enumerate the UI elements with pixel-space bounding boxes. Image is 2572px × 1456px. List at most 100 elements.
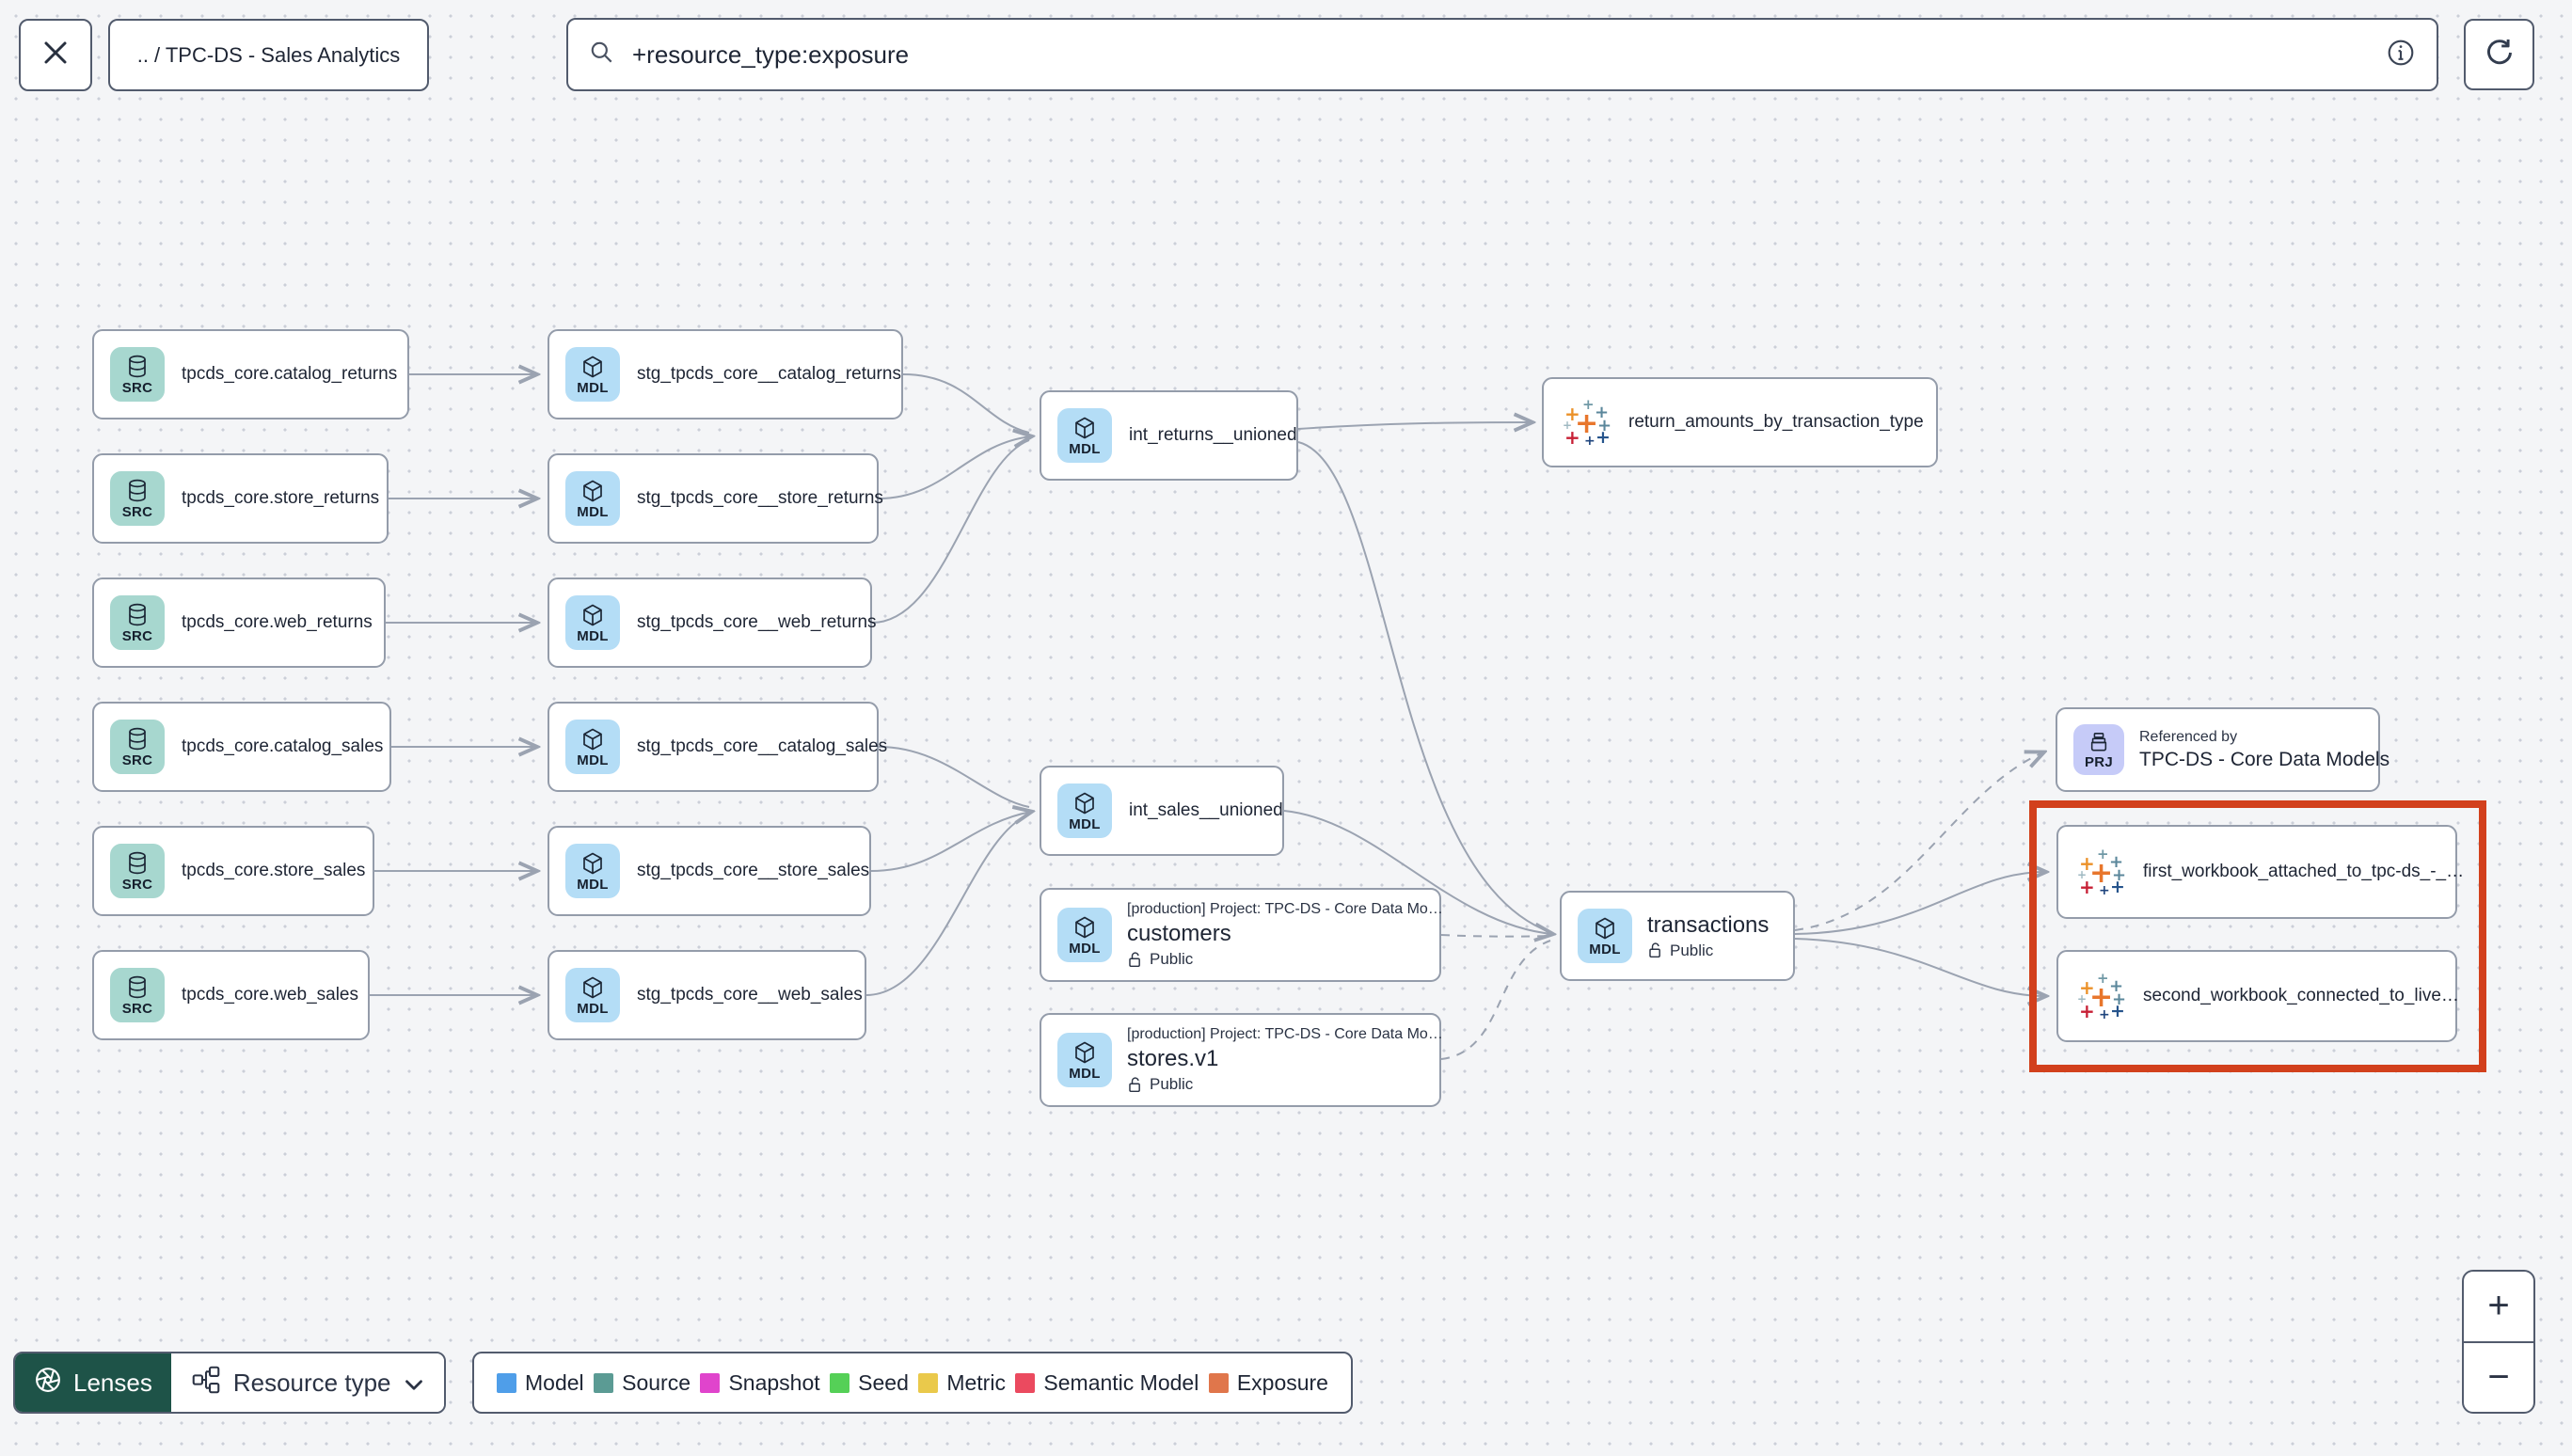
lenses-label: Lenses: [73, 1368, 152, 1397]
search-bar[interactable]: [566, 18, 2438, 91]
model-badge: MDL: [1578, 909, 1632, 963]
node-stg_tpcds_core__store_sales[interactable]: MDL stg_tpcds_core__store_sales: [548, 826, 871, 916]
project-name: TPC-DS - Core Data Models: [2139, 748, 2390, 770]
legend-item-model: Model: [497, 1370, 584, 1396]
database-icon: [126, 603, 149, 627]
tableau-icon: [2077, 972, 2126, 1021]
zoom-in-button[interactable]: +: [2464, 1272, 2533, 1343]
zoom-out-button[interactable]: −: [2487, 1355, 2510, 1398]
aperture-icon: [34, 1366, 62, 1401]
project-icon: [2088, 731, 2109, 753]
legend-swatch: [497, 1372, 516, 1393]
database-icon: [126, 727, 149, 752]
cube-icon: [1073, 915, 1096, 940]
node-customers[interactable]: MDL [production] Project: TPC-DS - Core …: [1040, 888, 1443, 982]
project-label: [production] Project: TPC-DS - Core Data…: [1127, 1026, 1443, 1042]
model-badge: MDL: [565, 471, 620, 526]
cube-icon: [581, 727, 604, 752]
model-name: transactions: [1647, 911, 1770, 938]
node-tpcds_core-store_returns[interactable]: SRC tpcds_core.store_returns: [92, 453, 389, 544]
model-badge: MDL: [565, 720, 620, 774]
close-button[interactable]: [19, 19, 92, 91]
node-tpcds_core-catalog_returns[interactable]: SRC tpcds_core.catalog_returns: [92, 329, 409, 419]
model-badge: MDL: [1057, 408, 1112, 463]
resource-type-dropdown[interactable]: Resource type: [170, 1353, 444, 1412]
source-badge: SRC: [110, 595, 165, 650]
node-stg_tpcds_core__store_returns[interactable]: MDL stg_tpcds_core__store_returns: [548, 453, 883, 544]
search-input[interactable]: [630, 39, 2386, 71]
model-badge: MDL: [1057, 908, 1112, 962]
tableau-icon: [2077, 847, 2126, 896]
access-label: Public: [1150, 950, 1194, 968]
node-first_workbook[interactable]: first_workbook_attached_to_tpc-ds_-_…: [2056, 825, 2464, 919]
model-badge: MDL: [565, 347, 620, 402]
legend-swatch: [830, 1372, 850, 1393]
model-badge: MDL: [565, 968, 620, 1022]
legend-swatch: [918, 1372, 939, 1393]
legend-swatch: [1208, 1372, 1229, 1393]
node-tpcds_core-web_returns[interactable]: SRC tpcds_core.web_returns: [92, 578, 386, 668]
node-tpcds_core-store_sales[interactable]: SRC tpcds_core.store_sales: [92, 826, 374, 916]
node-transactions[interactable]: MDL transactions Public: [1560, 891, 1795, 981]
source-badge: SRC: [110, 347, 165, 402]
database-icon: [126, 975, 149, 1000]
node-return_amounts_by_transaction_type[interactable]: return_amounts_by_transaction_type: [1542, 377, 1938, 467]
node-int_returns__unioned[interactable]: MDL int_returns__unioned: [1040, 390, 1298, 481]
model-name: customers: [1127, 921, 1231, 946]
close-icon: [41, 39, 70, 71]
node-stg_tpcds_core__catalog_sales[interactable]: MDL stg_tpcds_core__catalog_sales: [548, 702, 887, 792]
node-referenced-by-project[interactable]: PRJ Referenced by TPC-DS - Core Data Mod…: [2056, 707, 2389, 792]
open-lock-icon: [1127, 1076, 1143, 1094]
model-badge: MDL: [565, 844, 620, 898]
cube-icon: [581, 603, 604, 627]
node-int_sales__unioned[interactable]: MDL int_sales__unioned: [1040, 766, 1284, 856]
node-stg_tpcds_core__catalog_returns[interactable]: MDL stg_tpcds_core__catalog_returns: [548, 329, 903, 419]
refresh-button[interactable]: [2464, 19, 2534, 90]
node-stg_tpcds_core__web_sales[interactable]: MDL stg_tpcds_core__web_sales: [548, 950, 866, 1040]
model-badge: MDL: [565, 595, 620, 650]
breadcrumb-label: .. / TPC-DS - Sales Analytics: [136, 42, 401, 67]
open-lock-icon: [1647, 942, 1663, 959]
legend-item-metric: Metric: [918, 1370, 1006, 1396]
legend-item-exposure: Exposure: [1208, 1370, 1328, 1396]
resource-type-label: Resource type: [232, 1368, 391, 1397]
database-icon: [126, 479, 149, 503]
source-badge: SRC: [110, 471, 165, 526]
node-stg_tpcds_core__web_returns[interactable]: MDL stg_tpcds_core__web_returns: [548, 578, 877, 668]
node-second_workbook[interactable]: second_workbook_connected_to_live…: [2056, 950, 2459, 1042]
legend-swatch: [594, 1372, 614, 1393]
chevron-down-icon: [405, 1369, 423, 1398]
tableau-icon: [1563, 398, 1611, 447]
lenses-control: Lenses Resource type: [13, 1352, 446, 1414]
cube-icon: [1073, 416, 1096, 440]
access-label: Public: [1670, 941, 1714, 959]
legend-swatch: [1015, 1372, 1036, 1393]
selection-highlight-box: [2029, 800, 2486, 1072]
model-badge: MDL: [1057, 783, 1112, 838]
database-icon: [126, 851, 149, 876]
zoom-controls: + −: [2462, 1270, 2535, 1414]
breadcrumb[interactable]: .. / TPC-DS - Sales Analytics: [108, 19, 429, 91]
info-icon[interactable]: [2386, 38, 2416, 72]
referenced-by-label: Referenced by: [2139, 728, 2238, 745]
lenses-button[interactable]: Lenses: [15, 1353, 171, 1412]
source-badge: SRC: [110, 844, 165, 898]
project-label: [production] Project: TPC-DS - Core Data…: [1127, 901, 1443, 917]
refresh-icon: [2484, 37, 2516, 73]
search-icon: [589, 40, 615, 71]
source-badge: SRC: [110, 720, 165, 774]
legend-item-source: Source: [594, 1370, 691, 1396]
node-stores-v1[interactable]: MDL [production] Project: TPC-DS - Core …: [1040, 1013, 1443, 1107]
cube-icon: [1594, 916, 1616, 941]
legend-item-snapshot: Snapshot: [700, 1370, 820, 1396]
model-badge: MDL: [1057, 1033, 1112, 1087]
cube-icon: [1073, 791, 1096, 815]
legend-item-semantic-model: Semantic Model: [1015, 1370, 1199, 1396]
legend-swatch: [700, 1372, 721, 1393]
cube-icon: [1073, 1040, 1096, 1065]
access-label: Public: [1150, 1075, 1194, 1093]
node-tpcds_core-catalog_sales[interactable]: SRC tpcds_core.catalog_sales: [92, 702, 391, 792]
cube-icon: [581, 851, 604, 876]
node-tpcds_core-web_sales[interactable]: SRC tpcds_core.web_sales: [92, 950, 370, 1040]
